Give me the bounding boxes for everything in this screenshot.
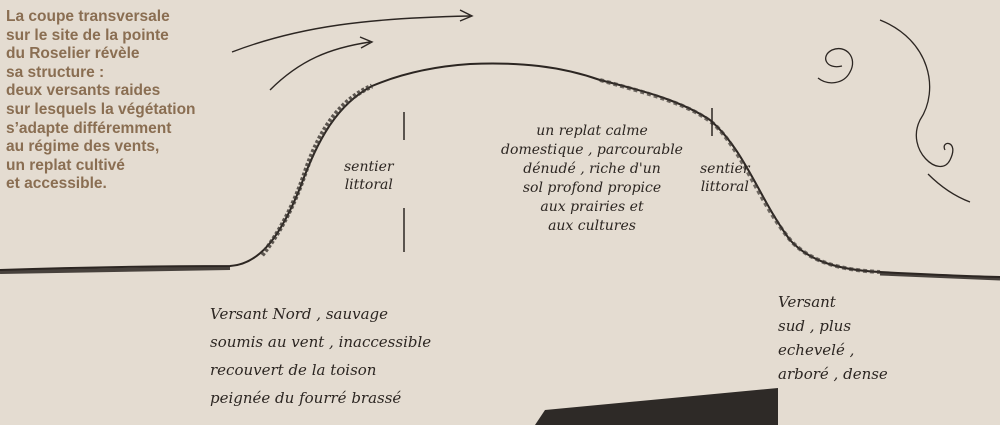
label-path-left: sentier littoral [344,158,394,194]
caption-line: et accessible. [6,175,266,194]
description-line: arboré , dense [778,362,888,386]
description-line: peignée du fourré brassé [210,384,431,412]
label-line: sol profond propice [462,179,722,198]
description-line: sud , plus [778,314,888,338]
description-line: Versant [778,290,888,314]
south-slope-description: Versant sud , plus echevelé , arboré , d… [778,290,888,386]
description-line: Versant Nord , sauvage [210,300,431,328]
label-line: littoral [344,176,394,194]
wind-arrow-right [928,174,970,202]
wind-swirl-right-small [818,49,853,83]
dark-bar [535,388,778,425]
label-line: aux prairies et [462,198,722,217]
caption-line: s’adapte différemment [6,120,266,139]
caption-line: un replat cultivé [6,157,266,176]
caption-line: La coupe transversale [6,8,266,27]
label-line: domestique , parcourable [462,141,722,160]
label-plateau: un replat calme domestique , parcourable… [462,122,722,236]
caption-line: deux versants raides [6,82,266,101]
wind-arrow-top [232,16,470,52]
caption-line: du Roselier révèle [6,45,266,64]
wind-swirl-right-large [880,20,953,166]
description-line: recouvert de la toison [210,356,431,384]
caption-line: sur le site de la pointe [6,27,266,46]
label-line: littoral [700,178,750,196]
description-line: soumis au vent , inaccessible [210,328,431,356]
caption-line: sa structure : [6,64,266,83]
caption-line: au régime des vents, [6,138,266,157]
label-path-right: sentier littoral [700,160,750,196]
description-line: echevelé , [778,338,888,362]
label-line: un replat calme [462,122,722,141]
label-line: sentier [344,158,394,176]
caption-text: La coupe transversale sur le site de la … [6,8,266,194]
label-line: dénudé , riche d'un [462,160,722,179]
wind-arrow-left [270,42,370,90]
caption-line: sur lesquels la végétation [6,101,266,120]
north-slope-description: Versant Nord , sauvage soumis au vent , … [210,300,431,412]
label-line: sentier [700,160,750,178]
label-line: aux cultures [462,217,722,236]
